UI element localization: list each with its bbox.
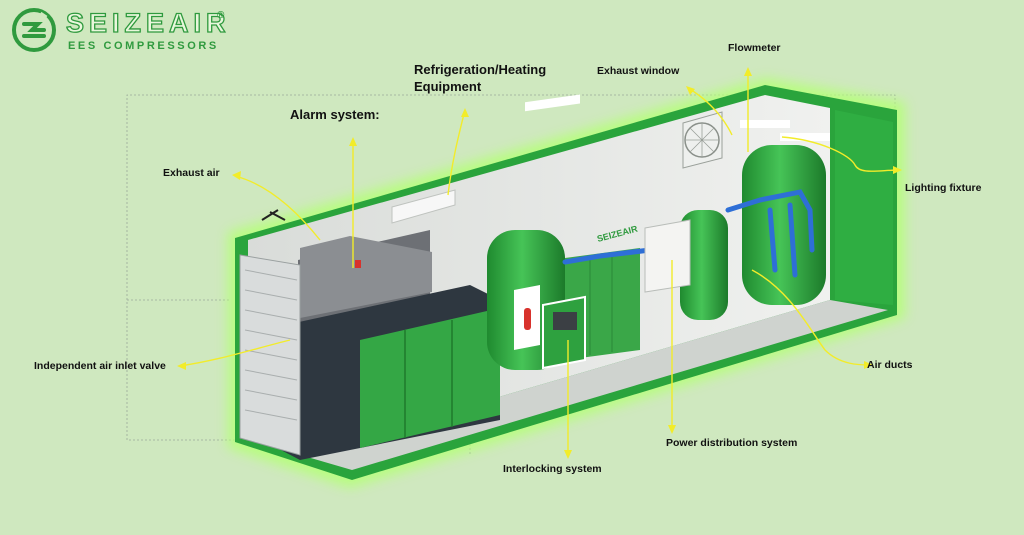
brand-tagline: EES COMPRESSORS bbox=[68, 40, 219, 52]
brand-name: SEIZEAIR bbox=[65, 7, 231, 38]
seizeair-logo-icon bbox=[12, 8, 56, 52]
wall-ac-unit bbox=[391, 189, 456, 224]
brand-logo: SEIZEAIR ® EES COMPRESSORS bbox=[10, 6, 230, 56]
compressor-unit bbox=[262, 230, 500, 460]
label-independent-air-inlet-valve: Independent air inlet valve bbox=[34, 360, 166, 372]
label-air-ducts: Air ducts bbox=[867, 359, 913, 371]
arrowheads bbox=[177, 67, 902, 459]
label-refrigeration-heating-text: Refrigeration/Heating Equipment bbox=[414, 62, 547, 94]
label-exhaust-window: Exhaust window bbox=[597, 65, 680, 77]
label-lighting-fixture: Lighting fixture bbox=[905, 182, 982, 194]
lift-point bbox=[261, 209, 286, 221]
fire-extinguisher bbox=[514, 285, 540, 350]
interlocking-control-panel bbox=[542, 295, 586, 370]
label-exhaust-air: Exhaust air bbox=[163, 167, 220, 179]
callout-arrows bbox=[179, 70, 901, 455]
label-power-distribution-system: Power distribution system bbox=[666, 437, 798, 449]
air-inlet-louvers bbox=[239, 254, 301, 456]
guide-lines bbox=[126, 94, 896, 455]
power-distribution-cabinet bbox=[644, 219, 691, 293]
label-refrigeration-heating: Refrigeration/Heating Equipment bbox=[414, 61, 546, 95]
registered-mark: ® bbox=[217, 10, 225, 21]
label-flowmeter: Flowmeter bbox=[728, 42, 781, 54]
exhaust-fan-window bbox=[682, 111, 723, 169]
label-interlocking-system: Interlocking system bbox=[503, 463, 602, 475]
label-alarm-system: Alarm system: bbox=[290, 107, 380, 122]
